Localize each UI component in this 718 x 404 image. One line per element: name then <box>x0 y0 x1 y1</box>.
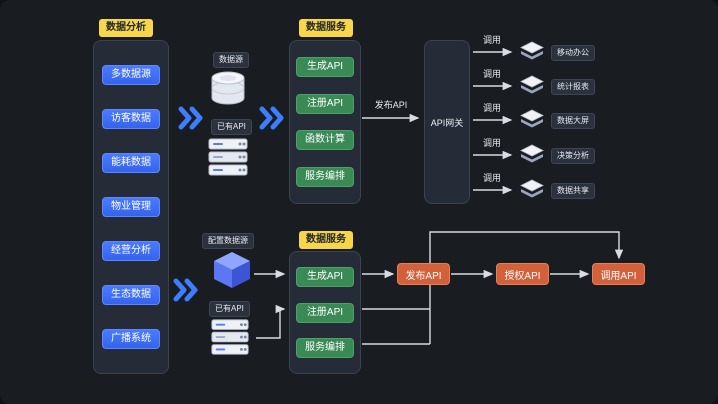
consumer-label-share: 数据共享 <box>551 183 595 199</box>
analysis-item-property-mgmt: 物业管理 <box>102 197 160 217</box>
config-datasource-label: 配置数据源 <box>202 233 254 249</box>
report-icon <box>519 75 545 97</box>
call-label: 调用 <box>482 138 501 148</box>
analysis-item-energy-data: 能耗数据 <box>102 153 160 173</box>
service-panel-top-title: 数据服务 <box>299 19 353 37</box>
server-icon <box>208 318 252 358</box>
service-item-generate-api: 生成API <box>296 267 354 288</box>
service-panel-bottom-title: 数据服务 <box>299 231 353 249</box>
analysis-panel: 多数据源 访客数据 能耗数据 物业管理 经营分析 生态数据 广播系统 <box>93 40 169 374</box>
existing-api-label: 已有API <box>209 301 250 317</box>
consumer-label-dashboard: 数据大屏 <box>551 113 595 129</box>
call-label: 调用 <box>482 35 501 45</box>
service-item-register-api: 注册API <box>296 302 354 323</box>
analysis-item-eco-data: 生态数据 <box>102 285 160 305</box>
chevron-right-icon <box>258 106 286 130</box>
service-item-orchestration: 服务编排 <box>296 337 354 358</box>
dashboard-icon <box>519 109 545 131</box>
database-icon <box>206 70 250 110</box>
publish-arrow-label: 发布API <box>374 100 408 110</box>
call-label: 调用 <box>482 103 501 113</box>
service-item-function-compute: 函数计算 <box>296 130 354 151</box>
call-label: 调用 <box>482 173 501 183</box>
api-gateway: API网关 <box>424 40 470 204</box>
analysis-item-visitor-data: 访客数据 <box>102 109 160 129</box>
step-call-api: 调用API <box>592 263 645 285</box>
server-icon <box>206 137 250 179</box>
consumer-label-mobile-office: 移动办公 <box>551 45 595 61</box>
step-publish-api: 发布API <box>397 263 450 285</box>
consumer-label-decision: 决策分析 <box>551 148 595 164</box>
analysis-item-business-analysis: 经营分析 <box>102 241 160 261</box>
step-authorize-api: 授权API <box>496 263 549 285</box>
analysis-item-broadcast-system: 广播系统 <box>102 329 160 349</box>
service-item-register-api: 注册API <box>296 93 354 114</box>
analysis-item-multi-source: 多数据源 <box>102 65 160 85</box>
datasource-label: 数据源 <box>213 52 249 68</box>
service-panel-bottom: 生成API 注册API 服务编排 <box>289 251 361 374</box>
blue-cube-icon <box>212 251 252 289</box>
analysis-panel-title: 数据分析 <box>99 19 153 37</box>
service-item-orchestration: 服务编排 <box>296 166 354 187</box>
mobile-office-icon <box>519 41 545 63</box>
decision-analysis-icon <box>519 144 545 166</box>
data-share-icon <box>519 179 545 201</box>
chevron-right-icon <box>172 278 200 302</box>
chevron-right-icon <box>177 106 205 130</box>
consumer-label-report: 统计报表 <box>551 79 595 95</box>
service-panel-top: 生成API 注册API 函数计算 服务编排 <box>289 40 361 204</box>
service-item-generate-api: 生成API <box>296 57 354 78</box>
existing-api-label: 已有API <box>211 119 252 135</box>
call-label: 调用 <box>482 69 501 79</box>
